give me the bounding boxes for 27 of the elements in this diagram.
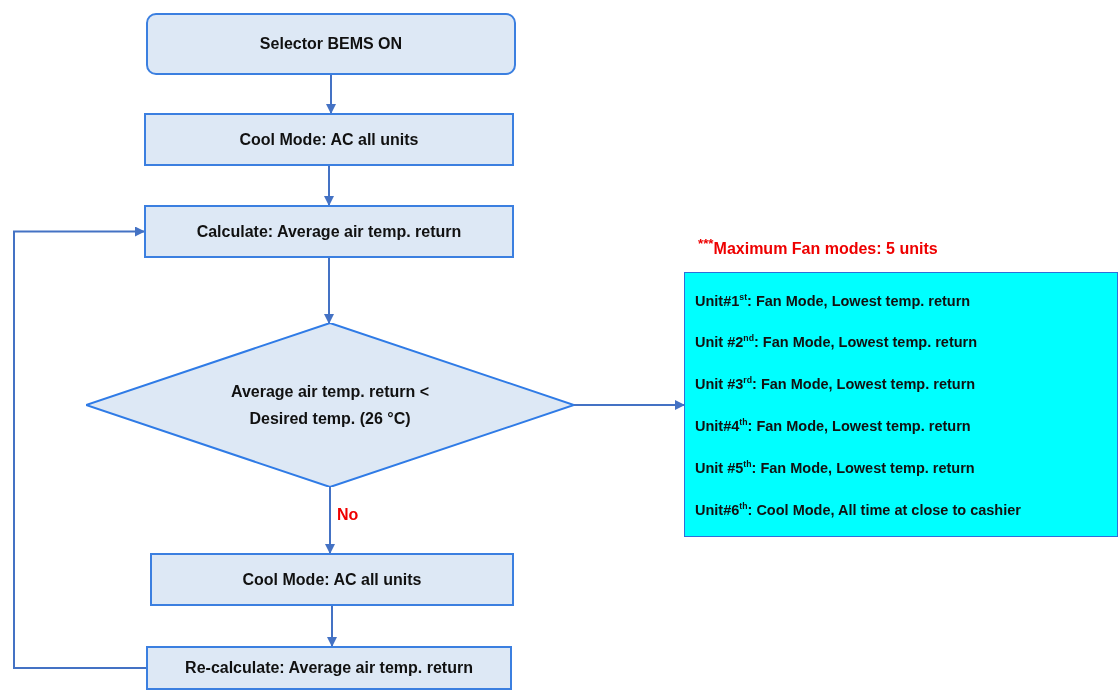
arrow [325, 486, 335, 554]
note-text: $^{***}$Maximum Fan modes: 5 units [698, 236, 938, 259]
node-text: Unit #5$^{th}$: Fan Mode, Lowest temp. return [695, 458, 975, 476]
arrow [13, 226, 147, 669]
start-box [146, 13, 516, 75]
node-text: Cool Mode: AC all units [239, 130, 419, 149]
arrow [326, 74, 336, 114]
arrow [327, 605, 337, 647]
node-text: Unit #3$^{rd}$: Fan Mode, Lowest temp. return [695, 375, 976, 392]
process-box [146, 646, 512, 690]
node-text: Selector BEMS ON [259, 35, 403, 53]
arrow [324, 165, 334, 206]
node-text: Unit#4$^{th}$: Fan Mode, Lowest temp. return [695, 417, 971, 434]
process-box [150, 553, 514, 606]
node-text: Re-calculate: Average air temp. return [185, 659, 473, 677]
decision-diamond [86, 323, 574, 487]
node-text: Unit#6$^{th}$: Cool Mode, All time at close to cashier [695, 500, 1021, 518]
arrow [573, 400, 685, 410]
process-box [144, 113, 514, 166]
node-text: Calculate: Average air temp. return [196, 222, 462, 241]
node-text: Average air temp. return < Desired temp. (26 °C) [229, 381, 431, 429]
process-box [144, 205, 514, 258]
node-text: Unit#1$^{st}$: Fan Mode, Lowest temp. return [695, 291, 971, 309]
node-text: Cool Mode: AC all units [242, 570, 422, 589]
node-text: Unit #2$^{nd}$: Fan Mode, Lowest temp. return [695, 333, 978, 351]
note-box [684, 272, 1118, 537]
arrow [324, 257, 334, 324]
